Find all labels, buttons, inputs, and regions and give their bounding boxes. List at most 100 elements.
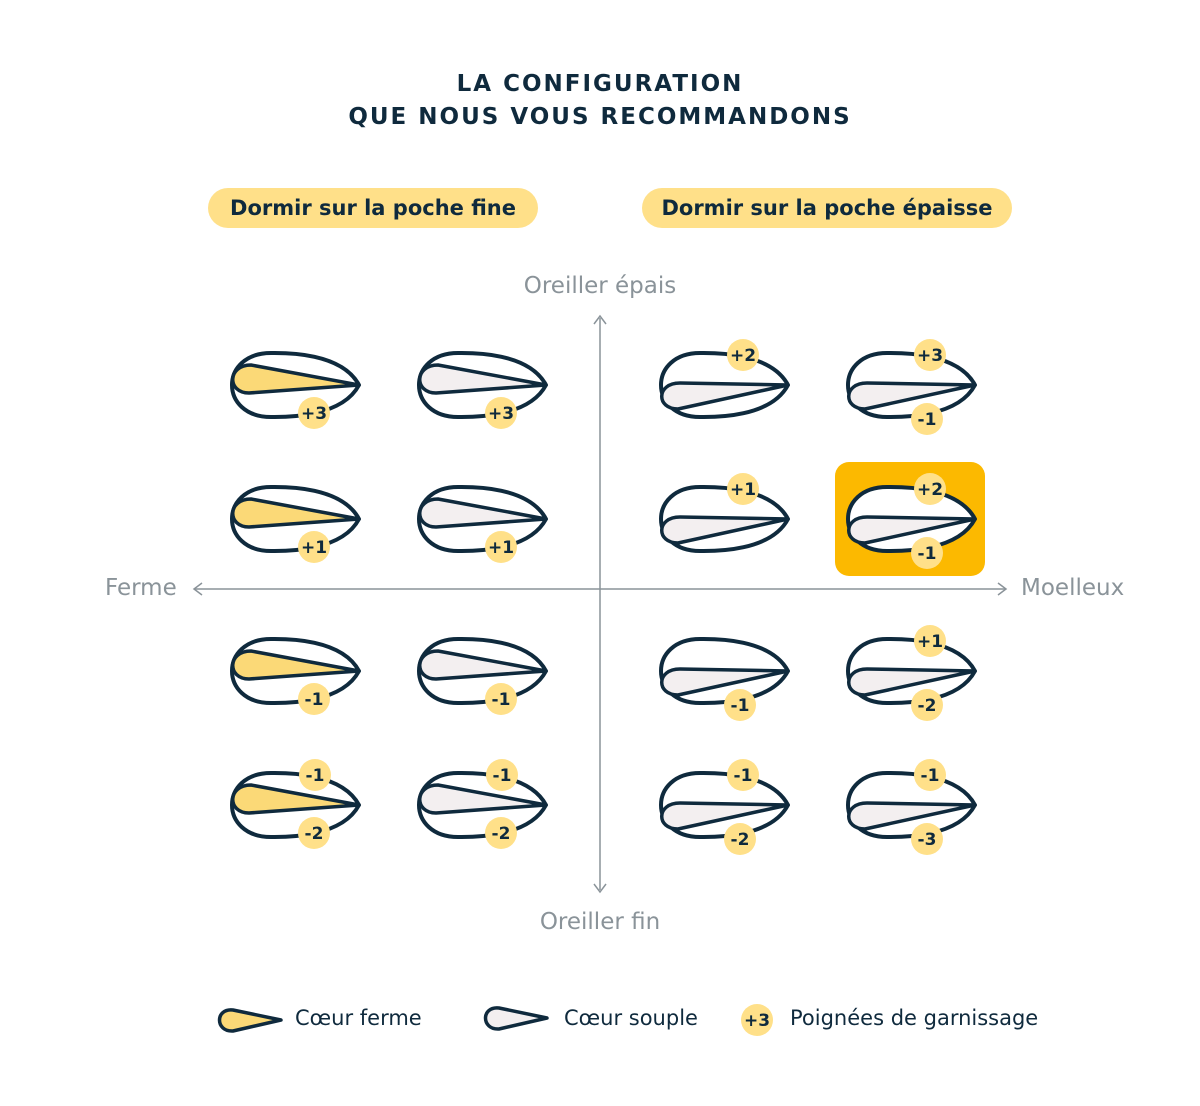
pillow-r1-c4: +3 -1 <box>846 339 977 435</box>
stuffing-badge-top: +2 <box>727 339 759 371</box>
badge-circle <box>914 339 946 371</box>
stuffing-badge-top: +1 <box>914 625 946 657</box>
pillow-r4-c2: -1 -2 <box>417 759 548 849</box>
pillow-r3-c3: -1 <box>659 636 790 721</box>
pillow-r4-c3: -1 -2 <box>659 759 790 855</box>
legend-firm-core-label: Cœur ferme <box>295 1006 422 1030</box>
pillow-r2-c1: +1 <box>230 484 361 563</box>
badge-value: +2 <box>917 480 943 500</box>
pillow-r1-c1: +3 <box>230 350 361 429</box>
column-label-thick-pocket: Dormir sur la poche épaisse <box>642 188 1012 228</box>
stuffing-badge-top: -1 <box>914 759 946 791</box>
badge-value: -1 <box>734 766 753 786</box>
legend-icons: +3 <box>217 1004 773 1036</box>
badge-circle <box>298 531 330 563</box>
stuffing-badge-bottom: -1 <box>911 403 943 435</box>
badge-value: +1 <box>917 632 943 652</box>
axis-arrow-top <box>593 314 607 325</box>
axis-label-bottom: Oreiller fin <box>539 909 661 935</box>
soft-core-icon <box>418 363 548 395</box>
badge-circle <box>727 339 759 371</box>
badge-value: -2 <box>305 824 324 844</box>
soft-core-icon <box>418 497 548 529</box>
badge-value: -2 <box>492 824 511 844</box>
title-line-1: LA CONFIGURATION <box>456 71 744 97</box>
stuffing-badge-bottom: -2 <box>485 817 517 849</box>
firm-core-icon <box>231 783 361 815</box>
pillow-r3-c4: +1 -2 <box>846 625 977 721</box>
badge-circle <box>911 689 943 721</box>
legend-soft-core-label: Cœur souple <box>564 1006 698 1030</box>
soft-core-icon <box>660 801 790 831</box>
badge-value: +1 <box>301 538 327 558</box>
badge-circle <box>914 759 946 791</box>
stuffing-badge-bottom: -2 <box>911 689 943 721</box>
badge-value: +3 <box>301 404 327 424</box>
badge-circle <box>741 1004 773 1036</box>
soft-core-icon <box>847 515 977 545</box>
pillow-r1-c2: +3 <box>417 350 548 429</box>
stuffing-badge-bottom: +3 <box>298 397 330 429</box>
badge-circle <box>299 759 331 791</box>
stuffing-badge-bottom: -2 <box>724 823 756 855</box>
axis-label-top: Oreiller épais <box>523 273 677 299</box>
badge-circle <box>485 683 517 715</box>
diagram-title: LA CONFIGURATION QUE NOUS VOUS RECOMMAND… <box>0 68 1200 134</box>
pillow-r2-c4: +2 -1 <box>835 462 985 576</box>
legend-stuffing-label: Poignées de garnissage <box>790 1006 1039 1030</box>
stuffing-badge-top: +2 <box>914 473 946 505</box>
firm-core-icon <box>231 363 361 395</box>
soft-core-icon <box>660 515 790 545</box>
stuffing-badge-top: +1 <box>727 473 759 505</box>
badge-value: +3 <box>744 1011 770 1031</box>
stuffing-badge-bottom: -1 <box>485 683 517 715</box>
badge-value: +1 <box>488 538 514 558</box>
stuffing-badge-bottom: -2 <box>298 817 330 849</box>
stuffing-badge-bottom: +1 <box>298 531 330 563</box>
pillow-r2-c2: +1 <box>417 484 548 563</box>
title-line-2: QUE NOUS VOUS RECOMMANDONS <box>348 104 852 130</box>
pillow-r2-c3: +1 <box>659 473 790 554</box>
legend-stuffing-badge: +3 <box>741 1004 773 1036</box>
pillow-r4-c1: -1 -2 <box>230 759 361 849</box>
badge-circle <box>911 537 943 569</box>
pillow-grid: +3+3+2+3-1+1+1+1+2-1-1-1-1+1-2-1-2-1-2-1… <box>230 339 985 855</box>
soft-core-icon <box>847 667 977 697</box>
badge-value: -2 <box>918 696 937 716</box>
stuffing-badge-bottom: -1 <box>724 689 756 721</box>
firm-core-icon <box>231 649 361 681</box>
badge-value: +3 <box>488 404 514 424</box>
badge-value: +3 <box>917 346 943 366</box>
legend-soft-core-icon <box>483 1006 549 1031</box>
legend-firm-core-icon <box>217 1008 283 1033</box>
badge-circle <box>485 817 517 849</box>
badge-value: -1 <box>918 410 937 430</box>
column-label-thin-pocket: Dormir sur la poche fine <box>208 188 538 228</box>
stuffing-badge-top: -1 <box>727 759 759 791</box>
badge-value: -1 <box>731 696 750 716</box>
badge-circle <box>485 531 517 563</box>
badge-circle <box>911 823 943 855</box>
stuffing-badge-top: -1 <box>299 759 331 791</box>
badge-circle <box>298 683 330 715</box>
axis-arrow-left <box>192 582 203 596</box>
stuffing-badge-top: -1 <box>486 759 518 791</box>
stuffing-badge-bottom: +3 <box>485 397 517 429</box>
badge-circle <box>727 473 759 505</box>
pillow-r1-c3: +2 <box>659 339 790 420</box>
axis-arrow-right <box>997 582 1008 596</box>
badge-circle <box>486 759 518 791</box>
badge-value: +1 <box>730 480 756 500</box>
badge-value: -1 <box>918 544 937 564</box>
pillow-r3-c1: -1 <box>230 636 361 715</box>
soft-core-icon <box>847 801 977 831</box>
badge-circle <box>911 403 943 435</box>
badge-circle <box>485 397 517 429</box>
badge-circle <box>914 625 946 657</box>
soft-core-icon <box>660 381 790 411</box>
badge-value: -1 <box>493 766 512 786</box>
badge-circle <box>298 397 330 429</box>
badge-value: +2 <box>730 346 756 366</box>
badge-value: -1 <box>921 766 940 786</box>
